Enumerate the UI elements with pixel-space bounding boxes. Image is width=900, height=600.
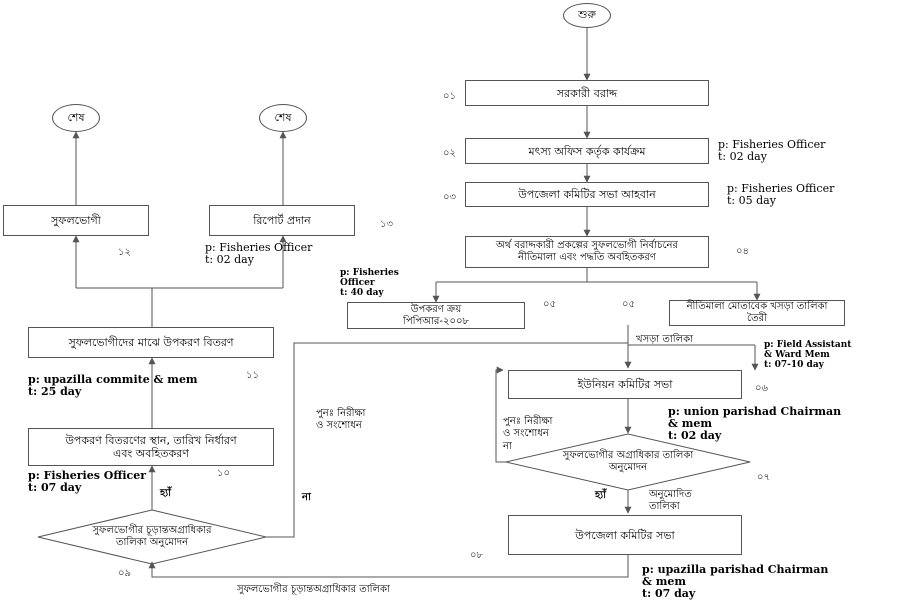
edge-09-final-list-label: সুফলভোগীর চূড়ান্তঅগ্রাধিকার তালিকা	[237, 584, 390, 595]
decision-09-shape	[37, 509, 267, 565]
step-03-box: উপজেলা কমিটির সভা আহবান	[465, 182, 709, 207]
step-07-label: সুফলভোগীর অগ্রাধিকার তালিকাঅনুমোদন	[562, 450, 694, 473]
step-05b-box: নীতিমালা মোতাবেক খসড়া তালিকা তৈরী	[669, 300, 845, 326]
step-05b-line1: নীতিমালা মোতাবেক খসড়া তালিকা	[686, 301, 828, 312]
edge-07-recheck-label: পুনঃ নিরীক্ষাও সংশোধন	[503, 416, 553, 439]
edge-09-yes-label: হ্যাঁ	[160, 488, 172, 499]
edge-07-no-label: না	[503, 441, 512, 452]
step-02-role: p: Fisheries Officer	[718, 138, 826, 151]
step-10-line1: উপকরণ বিতরণের স্থান, তারিখ নির্ধারণ	[65, 434, 237, 447]
step-05a-line2: পিপিআর-২০০৮	[402, 315, 470, 327]
edge-draft-list-label: খসড়া তালিকা	[636, 334, 694, 345]
edge-09-no-loop	[266, 342, 628, 538]
step-11-box: সুফলভোগীদের মাঝে উপকরণ বিতরণ	[28, 327, 274, 358]
edge-07-yes-label: হ্যাঁ	[595, 490, 607, 501]
step-12-number: ১২	[118, 247, 131, 258]
step-05a-line1: উপকরণ ক্রয়	[410, 303, 462, 315]
step-06-number: ০৬	[755, 383, 769, 394]
step-05a-box: উপকরণ ক্রয় পিপিআর-২০০৮	[347, 302, 525, 329]
end-node-left: শেষ	[52, 104, 100, 132]
step-02-time: t: 02 day	[718, 150, 767, 163]
decision-07-shape	[505, 433, 751, 491]
step-06-box: ইউনিয়ন কমিটির সভা	[508, 370, 742, 399]
step-08-number: ০৮	[470, 550, 483, 561]
edge-07-no-loop	[495, 366, 506, 463]
step-10-number: ১০	[217, 468, 230, 479]
step-03-role: p: Fisheries Officer	[727, 182, 835, 195]
step-04-line1: অর্থ বরাদ্দকারী প্রকল্পের সুফলভোগী নির্ব…	[496, 240, 678, 251]
step-10-line2: এবং অবহিতকরণ	[113, 447, 189, 460]
step-13-number: ১৩	[380, 219, 393, 230]
step-07-number: ০৭	[757, 472, 771, 483]
step-02-box: মৎস্য অফিস কর্তৃক কার্যক্রম	[465, 138, 709, 164]
step-08-box: উপজেলা কমিটির সভা	[508, 515, 742, 555]
step-10-box: উপকরণ বিতরণের স্থান, তারিখ নির্ধারণ এবং …	[28, 428, 274, 466]
step-04-box: অর্থ বরাদ্দকারী প্রকল্পের সুফলভোগী নির্ব…	[465, 236, 709, 268]
edge-09-recheck-label: পুনঃ নিরীক্ষাও সংশোধন	[316, 408, 366, 431]
step-03-number: ০৩	[443, 192, 457, 203]
step-01-number: ০১	[443, 91, 456, 102]
step-09-number: ০৯	[118, 568, 131, 579]
step-05b-line2: তৈরী	[747, 313, 767, 324]
step-01-box: সরকারী বরাদ্দ	[465, 80, 709, 106]
step-04-number: ০৪	[736, 246, 749, 257]
step-05a-number: ০৫	[543, 299, 556, 310]
step-05b-number: ০৫	[622, 299, 635, 310]
step-04-line2: নীতিমালা এবং পদ্ধতি অবহিতকরণ	[518, 252, 656, 263]
step-02-number: ০২	[443, 148, 457, 159]
step-12-box: সুফলভোগী	[3, 205, 149, 236]
step-13-box: রিপোর্ট প্রদান	[209, 205, 355, 236]
step-11-number: ১১	[246, 370, 259, 381]
edge-09-no-label: না	[302, 492, 311, 503]
start-node: শুরু	[563, 3, 611, 28]
step-03-time: t: 05 day	[727, 194, 776, 207]
end-node-right: শেষ	[259, 104, 307, 132]
edge-08-09	[148, 555, 629, 578]
